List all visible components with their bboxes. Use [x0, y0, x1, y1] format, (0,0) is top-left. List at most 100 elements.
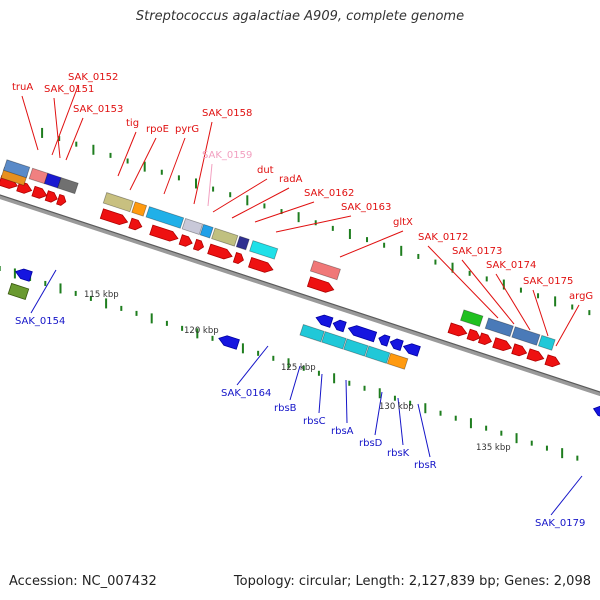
- genome-stats-text: Topology: circular; Length: 2,127,839 bp…: [233, 574, 591, 589]
- forward-gene-label: SAK_0153: [73, 104, 123, 115]
- reverse-gene-arrow: [592, 405, 600, 419]
- forward-gene-arrow: [31, 185, 48, 199]
- forward-gene-label: radA: [279, 174, 303, 185]
- genome-backbone: [0, 194, 600, 397]
- reverse-label-leader: [550, 475, 583, 516]
- forward-gene-arrow: [44, 190, 58, 203]
- cog-block: [249, 240, 279, 260]
- forward-gene-label: SAK_0173: [452, 246, 502, 257]
- forward-gene-arrow: [207, 243, 233, 260]
- forward-gene-label: dut: [257, 165, 274, 176]
- forward-gene-arrow: [192, 238, 205, 251]
- forward-gene-label: SAK_0172: [418, 232, 468, 243]
- forward-gene-arrow: [149, 224, 179, 242]
- reverse-label-leader: [318, 373, 323, 414]
- reverse-cog-block: [299, 323, 325, 343]
- reverse-gene-arrow: [218, 335, 240, 350]
- reverse-label-leader: [30, 269, 57, 314]
- reverse-gene-arrow: [402, 343, 421, 357]
- forward-gene-label: SAK_0158: [202, 108, 252, 119]
- forward-label-leader: [129, 137, 157, 191]
- forward-gene-label: SAK_0152: [68, 72, 118, 83]
- cog-block: [181, 217, 204, 236]
- cog-block: [7, 282, 30, 301]
- reverse-label-leader: [236, 345, 269, 386]
- forward-gene-arrow: [178, 234, 193, 247]
- cog-block: [511, 326, 541, 346]
- cog-block: [57, 177, 79, 195]
- genome-backbone-edge: [0, 194, 600, 393]
- forward-label-leader: [532, 289, 549, 337]
- forward-gene-label: SAK_0174: [486, 260, 536, 271]
- cog-block: [3, 159, 31, 179]
- cog-block: [460, 309, 484, 328]
- forward-gene-arrow: [492, 337, 513, 352]
- forward-label-leader: [207, 163, 213, 207]
- reverse-gene-arrow: [389, 338, 404, 351]
- forward-label-leader: [339, 230, 404, 258]
- forward-gene-arrow: [128, 217, 143, 231]
- reverse-cog-block: [321, 331, 347, 350]
- genome-title: Streptococcus agalactiae A909, complete …: [135, 9, 465, 24]
- reverse-gene-label: rbsR: [414, 460, 437, 471]
- reverse-cog-block: [343, 338, 369, 357]
- forward-label-leader: [212, 178, 268, 213]
- forward-gene-label: gltX: [393, 217, 413, 228]
- forward-gene-label: argG: [569, 291, 593, 302]
- forward-gene-label: SAK_0151: [44, 84, 94, 95]
- forward-label-leader: [21, 95, 39, 151]
- reverse-gene-label: rbsB: [274, 403, 297, 414]
- cog-block: [131, 201, 148, 217]
- reverse-gene-arrow: [315, 314, 334, 328]
- reverse-gene-label: SAK_0154: [15, 316, 65, 327]
- scale-label: 135 kbp: [476, 443, 511, 453]
- forward-gene-arrow: [544, 354, 561, 368]
- cog-block: [484, 317, 514, 338]
- reverse-label-leader: [374, 391, 383, 436]
- reverse-gene-arrow: [332, 319, 347, 333]
- forward-gene-label: SAK_0162: [304, 188, 354, 199]
- scale-label: 115 kbp: [84, 290, 119, 300]
- forward-label-leader: [275, 215, 352, 233]
- forward-label-leader: [65, 117, 84, 161]
- scale-label: 125 kbp: [281, 363, 316, 373]
- forward-gene-arrow: [447, 322, 468, 337]
- forward-gene-label: SAK_0175: [523, 276, 573, 287]
- reverse-cog-block: [364, 345, 391, 364]
- reverse-gene-label: SAK_0164: [221, 388, 271, 399]
- forward-gene-arrow: [511, 343, 528, 357]
- forward-gene-arrow: [56, 194, 67, 206]
- forward-gene-label: rpoE: [146, 124, 169, 135]
- forward-gene-label: truA: [12, 82, 33, 93]
- forward-label-leader: [427, 245, 499, 319]
- reverse-label-leader: [345, 379, 348, 424]
- forward-gene-arrow: [477, 332, 493, 346]
- forward-gene-label: pyrG: [175, 124, 199, 135]
- cog-block: [145, 206, 185, 229]
- reverse-gene-label: rbsD: [359, 438, 383, 449]
- cog-block: [537, 334, 556, 351]
- forward-gene-label: SAK_0163: [341, 202, 391, 213]
- forward-label-leader: [254, 201, 315, 223]
- reverse-gene-arrow: [378, 334, 391, 347]
- cog-block: [211, 227, 239, 247]
- cog-block: [199, 223, 214, 239]
- reverse-gene-label: rbsK: [387, 448, 410, 459]
- forward-gene-arrow: [248, 257, 274, 273]
- forward-label-leader: [163, 137, 186, 195]
- forward-gene-label: tig: [126, 118, 139, 129]
- forward-label-leader: [231, 187, 290, 219]
- forward-gene-arrow: [466, 328, 481, 342]
- forward-label-leader: [117, 131, 137, 177]
- forward-gene-label: SAK_0159: [202, 150, 252, 161]
- forward-gene-arrow: [99, 208, 129, 226]
- cog-block: [235, 235, 250, 251]
- forward-label-leader: [461, 259, 515, 325]
- cog-block: [102, 192, 134, 213]
- forward-label-leader: [495, 273, 531, 331]
- reverse-gene-label: rbsA: [331, 426, 354, 437]
- forward-label-leader: [53, 97, 61, 159]
- reverse-label-leader: [417, 403, 431, 458]
- reverse-gene-label: SAK_0179: [535, 518, 585, 529]
